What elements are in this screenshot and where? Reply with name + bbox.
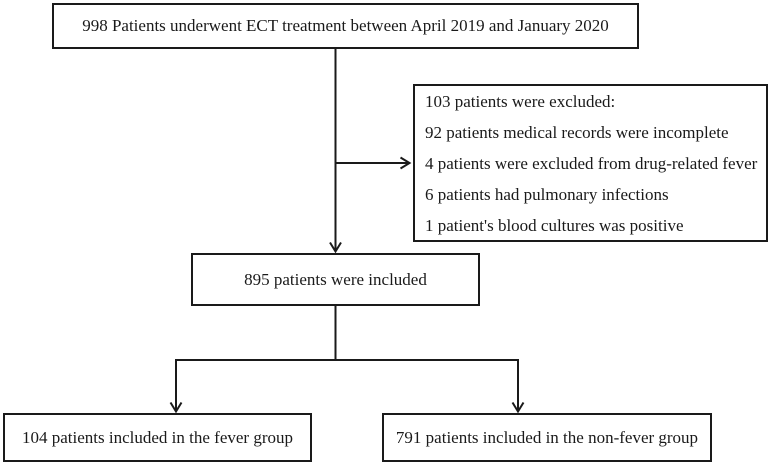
box-included-patients: 895 patients were included — [191, 253, 480, 306]
box-non-fever-group-label: 791 patients included in the non-fever g… — [395, 427, 699, 447]
box-excluded-patients: 103 patients were excluded: 92 patients … — [413, 84, 768, 242]
arrowhead-down-fever — [169, 401, 183, 414]
box-total-patients: 998 Patients underwent ECT treatment bet… — [52, 3, 639, 49]
box-included-patients-label: 895 patients were included — [244, 269, 427, 289]
excluded-line-incomplete-records: 92 patients medical records were incompl… — [425, 122, 729, 142]
excluded-line-drug-related-fever: 4 patients were excluded from drug-relat… — [425, 153, 758, 173]
box-non-fever-group: 791 patients included in the non-fever g… — [382, 413, 712, 462]
arrowhead-down-included — [329, 241, 342, 254]
excluded-line-pulmonary-infections: 6 patients had pulmonary infections — [425, 184, 669, 204]
box-total-patients-label: 998 Patients underwent ECT treatment bet… — [82, 16, 609, 36]
box-fever-group-label: 104 patients included in the fever group — [22, 427, 293, 447]
box-fever-group: 104 patients included in the fever group — [3, 413, 312, 462]
excluded-line-header: 103 patients were excluded: — [425, 91, 616, 111]
arrowhead-down-nonfever — [511, 401, 525, 414]
excluded-line-positive-blood-cultures: 1 patient's blood cultures was positive — [425, 215, 684, 235]
arrowhead-right-excluded — [399, 156, 412, 170]
